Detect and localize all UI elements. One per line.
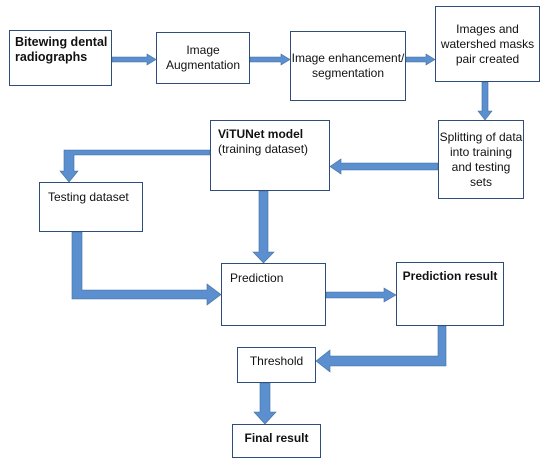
node-testing-dataset: Testing dataset xyxy=(39,182,143,232)
node-image-enhancement: Image enhancement/ segmentation xyxy=(290,31,406,101)
arrow-threshold-to-final xyxy=(253,382,277,425)
node-image-mask-pairs: Images and watershed masks pair created xyxy=(435,6,540,82)
node-final-result: Final result xyxy=(232,424,321,458)
arrow-model-to-prediction xyxy=(252,190,275,264)
node-model-subtitle: (training dataset) xyxy=(218,142,309,156)
arrow-result-to-threshold xyxy=(315,325,447,373)
node-model-title: ViTUNet model xyxy=(218,127,304,141)
node-prediction-label: Prediction xyxy=(230,271,284,285)
arrow-pairs-to-splitting xyxy=(477,81,493,121)
node-threshold-label: Threshold xyxy=(249,354,304,368)
arrow-model-to-testing xyxy=(59,149,211,183)
arrow-splitting-to-model xyxy=(329,158,439,175)
arrow-enhancement-to-pairs xyxy=(405,53,436,66)
node-enhancement-label: Image enhancement/ segmentation xyxy=(291,51,405,80)
node-augmentation-label: Image Augmentation xyxy=(165,43,241,72)
arrow-bitewing-to-augmentation xyxy=(111,53,157,66)
node-prediction-result: Prediction result xyxy=(396,262,504,326)
node-splitting-data: Splitting of data into training and test… xyxy=(438,120,524,199)
node-bitewing-radiographs: Bitewing dental radiographs xyxy=(9,30,112,86)
node-final-label: Final result xyxy=(244,431,309,445)
node-pairs-label: Images and watershed masks pair created xyxy=(440,21,535,66)
arrow-prediction-to-result xyxy=(325,287,397,303)
node-image-augmentation: Image Augmentation xyxy=(156,32,250,84)
node-vitunet-model: ViTUNet model (training dataset) xyxy=(210,120,330,191)
node-splitting-label: Splitting of data into training and test… xyxy=(439,129,523,189)
arrow-augmentation-to-enhancement xyxy=(249,53,291,66)
node-bitewing-label: Bitewing dental radiographs xyxy=(15,35,108,64)
node-prediction-result-label: Prediction result xyxy=(402,269,498,283)
node-testing-label: Testing dataset xyxy=(48,190,129,204)
arrow-testing-to-prediction xyxy=(71,231,222,306)
node-prediction: Prediction xyxy=(221,263,326,326)
node-threshold: Threshold xyxy=(237,347,316,383)
